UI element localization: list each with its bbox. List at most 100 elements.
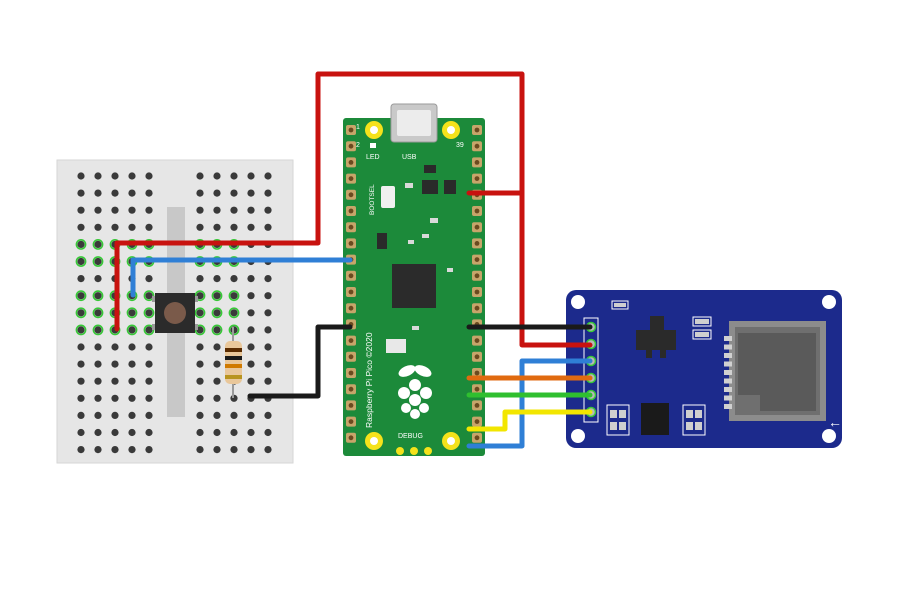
breadboard-hole [196, 411, 204, 419]
breadboard-hole [264, 292, 272, 300]
raspberry-logo-icon [398, 365, 432, 419]
pico-pin-hole [474, 289, 480, 295]
breadboard-hole [247, 292, 255, 300]
breadboard-hole [145, 446, 153, 454]
pico-pin-hole [474, 127, 480, 133]
breadboard-hole [247, 275, 255, 283]
breadboard-hole [145, 428, 153, 437]
breadboard-hole [196, 275, 204, 283]
breadboard-hole [94, 343, 102, 351]
sd-module-components [606, 300, 712, 436]
breadboard-hole [264, 428, 272, 437]
breadboard-hole [94, 411, 102, 419]
breadboard-hole-active [211, 324, 223, 336]
breadboard-hole [128, 206, 136, 214]
breadboard-hole [77, 172, 85, 180]
breadboard-hole [196, 189, 204, 197]
breadboard-hole [264, 189, 272, 197]
breadboard-hole-active [228, 307, 240, 319]
pico-pin-hole [348, 208, 354, 214]
breadboard-hole [111, 223, 119, 231]
breadboard-hole [145, 411, 153, 419]
breadboard-hole [77, 428, 85, 437]
breadboard-hole [264, 360, 272, 368]
led-indicator [370, 143, 376, 148]
breadboard-hole [264, 275, 272, 283]
breadboard-hole [196, 428, 204, 437]
breadboard-hole [145, 360, 153, 368]
breadboard-hole [94, 360, 102, 368]
breadboard-hole [145, 189, 153, 197]
wire-yellow-sd [466, 409, 593, 432]
breadboard-hole [247, 360, 255, 368]
pico-pin-hole [474, 403, 480, 408]
pico-pin-hole [474, 370, 480, 376]
wires [114, 71, 593, 449]
breadboard-hole [196, 309, 204, 317]
breadboard-hole [145, 172, 153, 180]
breadboard-hole [77, 360, 85, 368]
breadboard-hole-active [126, 307, 138, 319]
breadboard-hole [145, 343, 153, 351]
breadboard-hole [213, 326, 221, 334]
breadboard-hole [247, 377, 255, 385]
breadboard-hole [94, 206, 102, 214]
pico-pin-hole [348, 305, 354, 311]
pico-pin-hole [348, 386, 354, 392]
breadboard-hole [213, 446, 221, 454]
breadboard-hole [111, 377, 119, 385]
sd-slot-contact [724, 370, 732, 375]
breadboard-hole [111, 172, 119, 180]
breadboard-hole-active [75, 290, 87, 302]
pico-mounting-holes [365, 121, 460, 450]
breadboard-hole [213, 172, 221, 180]
breadboard-hole [230, 292, 238, 300]
pico-pin-hole [474, 143, 480, 149]
breadboard-hole [230, 428, 238, 437]
pico-pin-hole [348, 354, 354, 360]
breadboard-hole [264, 377, 272, 385]
breadboard-hole [94, 326, 102, 334]
breadboard-hole-active [211, 307, 223, 319]
breadboard-hole [94, 223, 102, 231]
pico-pin-headers [346, 125, 482, 443]
breadboard-hole [213, 411, 221, 419]
breadboard-hole [247, 309, 255, 317]
pico-pin-1-label: 1 [356, 124, 360, 131]
breadboard-hole [247, 428, 255, 437]
breadboard-hole [196, 292, 204, 300]
breadboard-hole-active [75, 256, 87, 267]
push-button [152, 293, 198, 333]
breadboard-hole [230, 446, 238, 454]
breadboard-hole [128, 326, 136, 334]
breadboard-hole [196, 377, 204, 385]
sd-slot-contact [724, 353, 732, 358]
breadboard-hole [213, 428, 221, 437]
breadboard-hole [94, 446, 102, 454]
pico-pin-hole [474, 160, 480, 165]
breadboard-hole-active [92, 256, 104, 267]
breadboard-hole [264, 446, 272, 454]
breadboard-hole-active [143, 307, 155, 319]
pico-pin-hole [348, 127, 354, 133]
resistor [225, 327, 242, 398]
breadboard-hole [111, 343, 119, 351]
sd-slot-contact [724, 378, 732, 384]
breadboard-hole [213, 309, 221, 317]
breadboard-hole [264, 206, 272, 214]
breadboard-hole [247, 343, 255, 351]
breadboard-hole [77, 326, 85, 334]
breadboard-hole [264, 223, 272, 231]
breadboard-hole [77, 206, 85, 214]
pico-pin-hole [474, 241, 480, 246]
breadboard-hole [230, 309, 238, 317]
breadboard-hole [145, 275, 153, 283]
pico-debug-label: DEBUG [398, 433, 423, 440]
breadboard-hole [145, 223, 153, 231]
sd-slot-contact [724, 361, 732, 367]
breadboard-hole-active [126, 324, 138, 336]
breadboard-hole [247, 223, 255, 231]
pico-pin-hole [474, 338, 480, 343]
pico-pin-hole [474, 176, 480, 182]
